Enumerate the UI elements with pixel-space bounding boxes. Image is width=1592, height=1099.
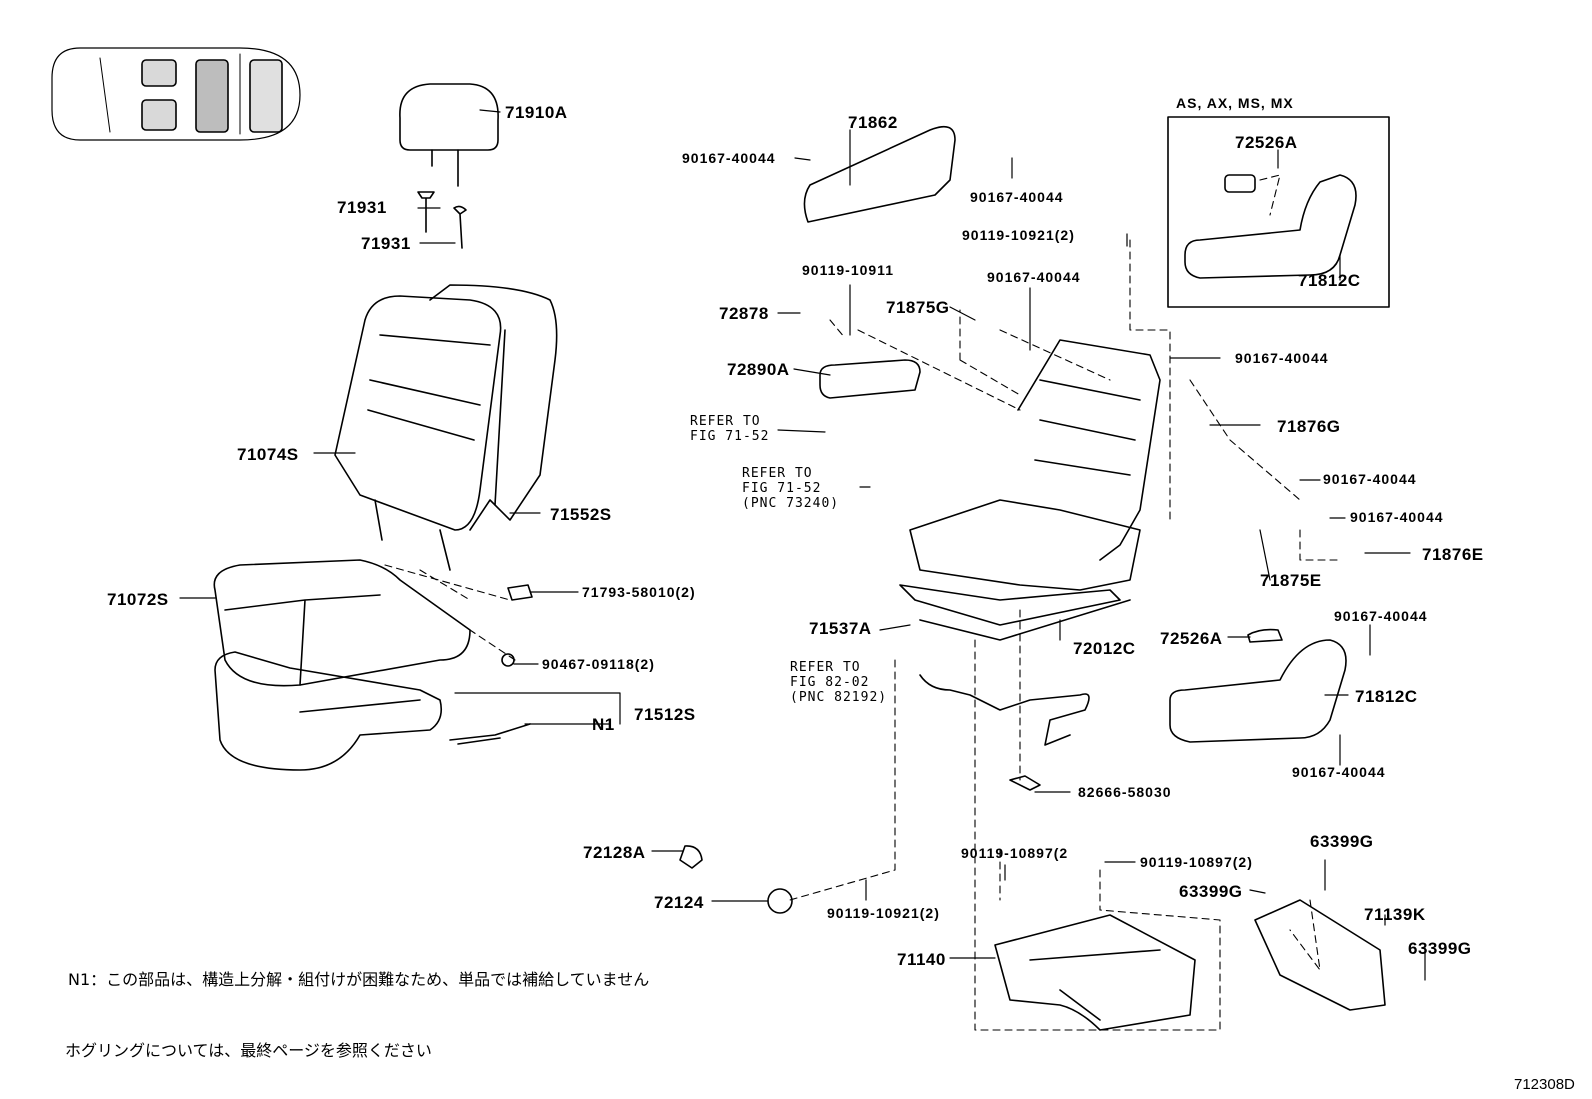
label-90119-10897-b: 90119-10897(2) [1140,854,1253,870]
label-90167-40044-f: 90167-40044 [1350,509,1444,525]
shield-71862-drawing [803,125,956,223]
label-71910A: 71910A [505,103,568,122]
knob-72526A-top-drawing [1224,174,1256,193]
vehicle-location-thumbnail [51,47,301,141]
label-71812C-top: 71812C [1298,271,1361,290]
bracket-82666-drawing [1009,775,1041,791]
label-90119-10897-a: 90119-10897(2 [961,845,1069,861]
label-90167-40044-c: 90167-40044 [987,269,1081,285]
label-63399G-a: 63399G [1310,832,1374,851]
wire-n1-drawing [449,723,531,745]
label-90167-40044-d: 90167-40044 [1235,350,1329,366]
label-71552S: 71552S [550,505,612,524]
figure-id: 712308D [1514,1076,1575,1093]
seat-icon-second-row [195,59,229,133]
label-82666-58030: 82666-58030 [1078,784,1172,800]
note-n1: N1：この部品は、構造上分解・組付けが困難なため、単品では補給していません [68,970,650,989]
knob-72526A-drawing [1247,628,1283,643]
seat-icon-front-right [141,59,177,87]
armrest-72890A-drawing [819,359,921,399]
cushion-pad-drawing [214,651,443,771]
label-72878: 72878 [719,304,769,323]
label-90167-40044-b: 90167-40044 [970,189,1064,205]
headrest-support-drawing [417,191,467,249]
label-90167-40044-g: 90167-40044 [1334,608,1428,624]
cover-71812C-drawing [1169,639,1347,743]
label-N1: N1 [592,715,615,734]
label-72526A-top: 72526A [1235,133,1298,152]
guide-lines [384,174,1341,1031]
label-90119-10921-a: 90119-10921(2) [962,227,1075,243]
label-71875G: 71875G [886,298,950,317]
leader-lines [179,109,1426,981]
headrest-drawing [399,83,499,187]
label-71812C: 71812C [1355,687,1418,706]
variant-box-title: AS, AX, MS, MX [1176,95,1294,111]
label-71931-b: 71931 [361,234,411,253]
label-90167-40044-e: 90167-40044 [1323,471,1417,487]
label-90167-40044-h: 90167-40044 [1292,764,1386,780]
label-71140: 71140 [897,950,946,969]
seat-base-71140-drawing [994,914,1196,1031]
label-71875E: 71875E [1260,571,1322,590]
label-71537A: 71537A [809,619,872,638]
cover-71812C-top-drawing [1184,174,1357,279]
label-90167-40044-a: 90167-40044 [682,150,776,166]
clip-71793-drawing [507,584,533,601]
cap-72128A-drawing [679,845,703,869]
label-72124: 72124 [654,893,704,912]
label-72012C: 72012C [1073,639,1136,658]
label-63399G-b: 63399G [1179,882,1243,901]
label-90119-10911: 90119-10911 [802,262,894,278]
label-72890A: 72890A [727,360,790,379]
label-71876E: 71876E [1422,545,1484,564]
cover-71139K-drawing [1254,899,1386,1011]
label-71793-58010: 71793-58010(2) [582,584,696,600]
label-71931-a: 71931 [337,198,387,217]
label-72526A: 72526A [1160,629,1223,648]
label-71862: 71862 [848,113,898,132]
variant-box [1167,116,1390,308]
label-71876G: 71876G [1277,417,1341,436]
label-63399G-c: 63399G [1408,939,1472,958]
label-90119-10921-b: 90119-10921(2) [827,905,940,921]
cushion-cover-drawing [213,559,471,687]
label-90467-09118: 90467-09118(2) [542,656,655,672]
label-71074S: 71074S [237,445,299,464]
seat-frame-drawing [899,339,1161,641]
label-71072S: 71072S [107,590,169,609]
wire-harness-drawing [919,674,1090,746]
seatback-cover-drawing [334,295,502,571]
seatback-pad-drawing [429,284,558,531]
cap-72124-drawing [767,888,793,914]
note-hog-ring: ホグリングについては、最終ページを参照ください [65,1041,432,1060]
label-71512S: 71512S [634,705,696,724]
label-71139K: 71139K [1364,905,1426,924]
label-72128A: 72128A [583,843,646,862]
clip-90467-drawing [501,653,515,667]
